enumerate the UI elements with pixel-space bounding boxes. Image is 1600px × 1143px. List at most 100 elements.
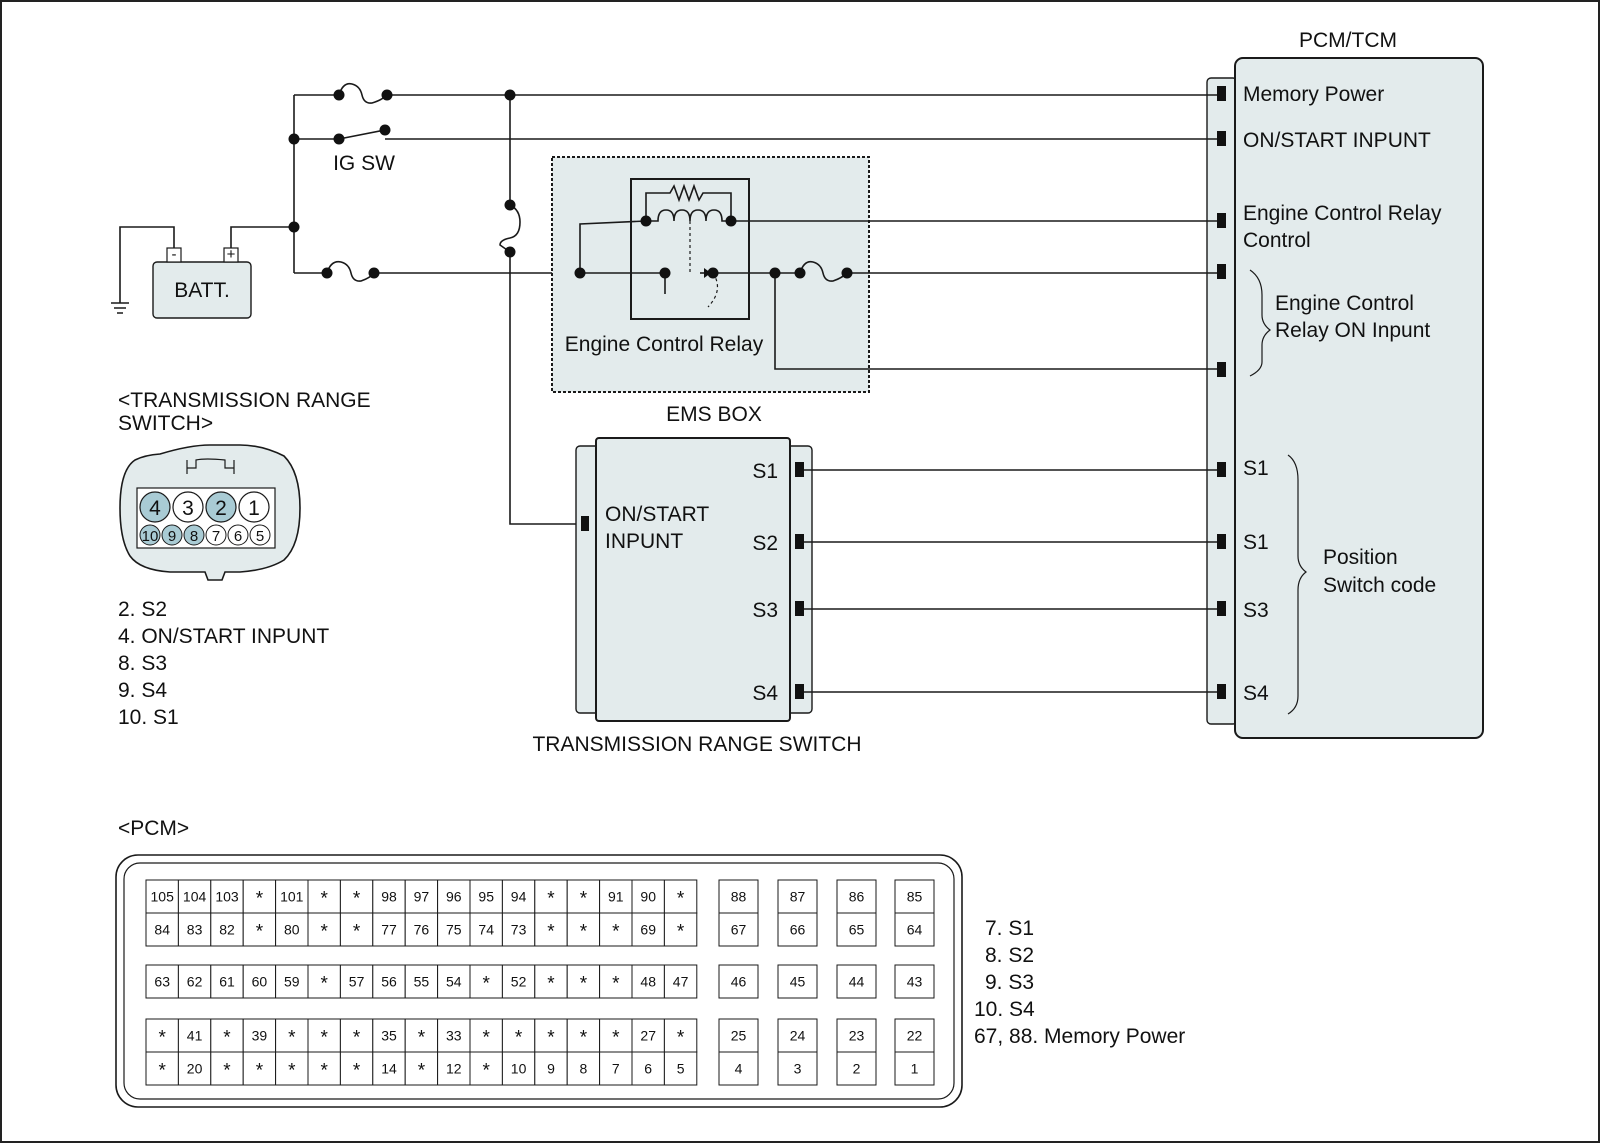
trs-pin-6-label: 6 <box>234 528 242 545</box>
trs-box: TRANSMISSION RANGE SWITCH ON/START INPUN… <box>532 437 1217 756</box>
pcm-pin-84: 84 <box>154 922 170 938</box>
trs-legend-item: 8. S3 <box>118 652 167 675</box>
pcm-pin-on-start <box>1217 131 1226 146</box>
pcm-pin-cell <box>177 912 212 947</box>
trs-pin-3 <box>172 491 204 523</box>
trs-s4-label: S4 <box>752 682 778 705</box>
pcm-pin-2: 2 <box>853 1061 861 1077</box>
trs-feed-b <box>509 252 585 525</box>
pcm-pin-25: 25 <box>731 1028 747 1044</box>
pcm-pin-memory-power <box>1217 86 1226 101</box>
pcm-pin-cell <box>242 912 277 947</box>
pcm-pin-cell <box>339 912 374 947</box>
pcm-pin-cell <box>307 879 341 914</box>
pcm-pin-s1a <box>1217 462 1226 477</box>
pcm-pin-86: 86 <box>849 889 865 905</box>
pcm-pin-98: 98 <box>381 889 397 905</box>
pcm-pin-empty: * <box>547 1028 555 1049</box>
pcm-pin-empty: * <box>256 889 264 910</box>
ecr-on-label-1: Engine Control <box>1275 292 1414 315</box>
trs-pin-s3 <box>795 601 804 616</box>
pcm-pin-cell <box>307 912 341 947</box>
pcm-pin-cell <box>894 1018 935 1053</box>
trs-pin-8 <box>183 524 205 546</box>
trs-connector-title-1: <TRANSMISSION RANGE <box>118 389 371 412</box>
trs-legend-item: 10. S1 <box>118 706 179 729</box>
pcm-pin-cell <box>404 964 439 999</box>
ecr-on-label-2: Relay ON Inpunt <box>1275 319 1430 342</box>
pcm-pin-empty: * <box>547 974 555 995</box>
trs-pin-1 <box>238 491 270 523</box>
pcm-pin-cell <box>339 1018 374 1053</box>
pcm-pin-cell <box>599 1051 633 1086</box>
pcm-pin-empty: * <box>677 922 685 943</box>
pcm-s1b-label: S1 <box>1243 531 1269 554</box>
pcm-pin-cell <box>242 964 277 999</box>
pcm-pin-33: 33 <box>446 1028 462 1044</box>
pcm-pin-cell <box>534 1051 568 1086</box>
trs-pin-10 <box>139 524 161 546</box>
trs-pin-7 <box>205 524 227 546</box>
pcm-pin-60: 60 <box>252 974 268 990</box>
pcm-pin-24: 24 <box>790 1028 806 1044</box>
pcm-pin-69: 69 <box>640 922 656 938</box>
pcm-pin-empty: * <box>256 1061 264 1082</box>
pcm-pin-empty: * <box>320 889 328 910</box>
junction-dot <box>769 267 781 279</box>
pcm-pin-88: 88 <box>731 889 747 905</box>
junction-dot <box>640 215 652 227</box>
pcm-pin-empty: * <box>580 974 588 995</box>
pcm-pin-empty: * <box>256 922 264 943</box>
junction-dot <box>321 267 333 279</box>
pcm-pin-ecr-control <box>1217 213 1226 228</box>
pcm-pin-empty: * <box>353 922 361 943</box>
pcm-pin-empty: * <box>677 889 685 910</box>
pcm-pin-cell <box>469 879 503 914</box>
pcm-pin-cell <box>663 1018 698 1053</box>
pcm-pin-47: 47 <box>673 974 689 990</box>
power-wiring: IG SW <box>288 82 1217 525</box>
pcm-pin-56: 56 <box>381 974 397 990</box>
pcm-pin-97: 97 <box>414 889 430 905</box>
trs-title: TRANSMISSION RANGE SWITCH <box>532 733 861 756</box>
junction-dot <box>288 221 300 233</box>
pcm-pin-cell <box>836 912 877 947</box>
pcm-pin-cell <box>663 879 698 914</box>
pcm-pin-empty: * <box>320 922 328 943</box>
relay-coil-feed <box>579 220 647 273</box>
pcm-pin-empty: * <box>612 1028 620 1049</box>
pcm-pin-empty: * <box>353 1061 361 1082</box>
on-start-label: ON/START INPUNT <box>1243 129 1431 152</box>
pcm-pin-1: 1 <box>911 1061 919 1077</box>
relay-resistor-icon <box>645 183 732 221</box>
pcm-pin-ecr-on-1 <box>1217 264 1226 279</box>
pcm-pin-cell <box>275 1018 309 1053</box>
pcm-pin-cell <box>718 879 759 914</box>
pcm-pin-s3 <box>1217 601 1226 616</box>
memory-power-label: Memory Power <box>1243 83 1384 106</box>
junction-dot <box>379 124 391 136</box>
pcm-pin-66: 66 <box>790 922 806 938</box>
pcm-pin-empty: * <box>320 1028 328 1049</box>
trs-pin-4 <box>139 491 171 523</box>
trs-s3-label: S3 <box>752 599 778 622</box>
pcm-pin-90: 90 <box>640 889 656 905</box>
junction-dot <box>288 133 300 145</box>
pcm-pin-cell <box>836 879 877 914</box>
pcm-pin-cell <box>566 964 601 999</box>
pcm-pin-77: 77 <box>381 922 397 938</box>
ems-box: EMS BOX Engine Control Relay <box>551 156 1217 426</box>
pcm-pin-105: 105 <box>151 889 175 905</box>
fuse-trs-icon <box>499 204 521 253</box>
trs-pin-2 <box>205 491 237 523</box>
trs-s2-label: S2 <box>752 532 778 555</box>
junction-dot <box>368 267 380 279</box>
pcm-pin-empty: * <box>320 1061 328 1082</box>
battery-body <box>152 261 252 319</box>
trs-pin-9 <box>161 524 183 546</box>
pcm-pin-empty: * <box>547 922 555 943</box>
pcm-pin-52: 52 <box>511 974 527 990</box>
trs-legend-item: 4. ON/START INPUNT <box>118 625 329 648</box>
trs-pin-2-label: 2 <box>215 497 227 520</box>
